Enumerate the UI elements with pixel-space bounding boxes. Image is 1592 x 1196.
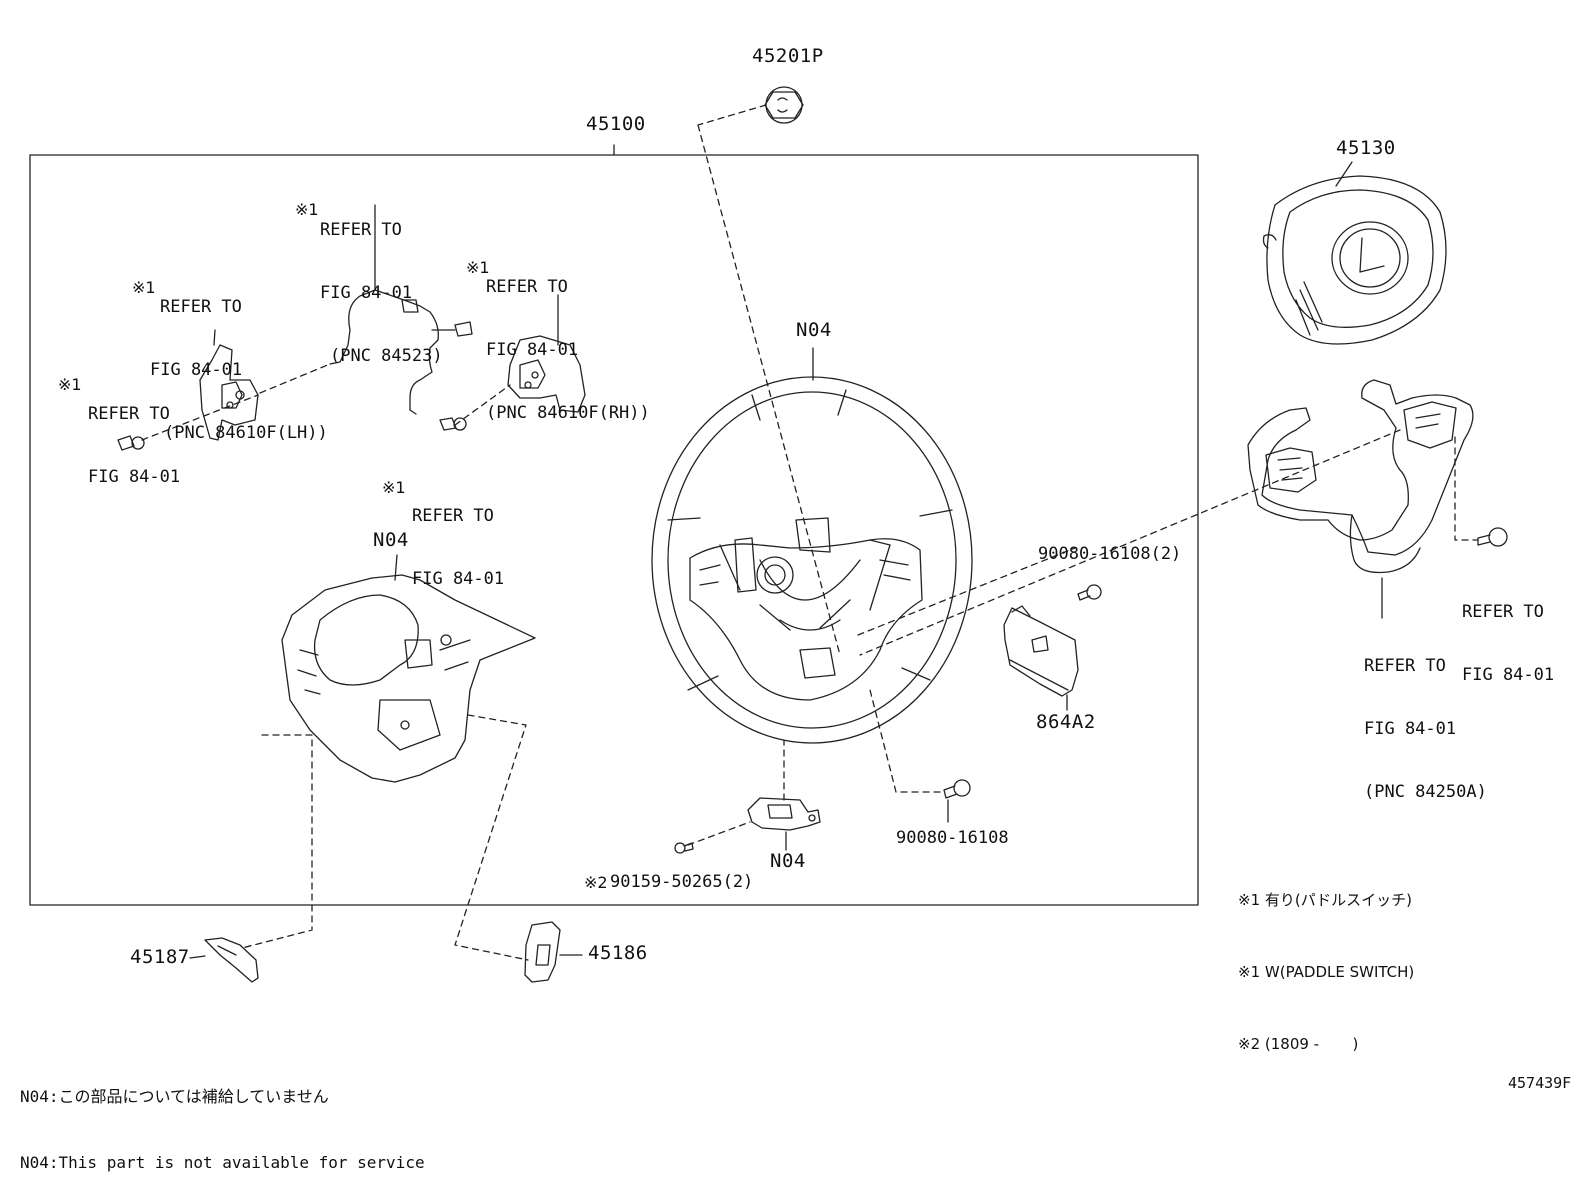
ref-screw-center: REFER TO FIG 84-01 [412, 464, 504, 611]
wire-harness-icon [329, 204, 473, 415]
screw-left-icon [117, 435, 145, 451]
leader-nut [697, 104, 841, 656]
lh-paddle-icon [199, 344, 259, 441]
note-line-3: ※2 (1809 - ) [1238, 1035, 1359, 1053]
label-45186: 45186 [588, 942, 648, 964]
lower-cover-icon [281, 574, 536, 783]
module-864a2-icon [1003, 605, 1079, 697]
label-45130: 45130 [1336, 137, 1396, 159]
mark-1-wire: ※1 [295, 200, 319, 219]
label-90080-16108-2: 90080-16108(2) [1038, 544, 1182, 564]
notes-block: ※1 有り(パドルスイッチ) ※1 W(PADDLE SWITCH) ※2 (1… [1238, 840, 1414, 1080]
bolt-right-icon [1477, 527, 1508, 547]
ref-switch-l3: (PNC 84250A) [1364, 782, 1487, 802]
leader-45187 [189, 955, 206, 959]
mark-2-screw: ※2 [584, 873, 608, 892]
note-line-2: ※1 W(PADDLE SWITCH) [1238, 963, 1415, 981]
ref-screw-center-l2: FIG 84-01 [412, 569, 505, 589]
leader-45186-dash [454, 714, 529, 961]
parts-diagram [29, 86, 1508, 983]
ref-screw-left: REFER TO FIG 84-01 [88, 362, 180, 509]
ref-wire-harness: REFER TO FIG 84-01 (PNC 84523) [320, 178, 443, 388]
rh-paddle-icon [507, 335, 586, 413]
label-45100: 45100 [586, 113, 646, 135]
mark-1-screw-left: ※1 [58, 375, 82, 394]
label-864a2: 864A2 [1036, 711, 1096, 733]
leader-bracket-screw [687, 821, 751, 846]
ref-right-screw: REFER TO FIG 84-01 [1462, 560, 1554, 707]
airbag-icon [1262, 175, 1447, 345]
cover-45187-icon [204, 937, 259, 983]
label-45201p: 45201P [752, 45, 824, 67]
leader-lh-paddle [213, 329, 216, 346]
ref-wire-l3: (PNC 84523) [330, 346, 443, 366]
leader-lower-cover [394, 554, 398, 581]
ref-rh-l1: REFER TO [486, 277, 568, 297]
figure-number: 457439F [1508, 1074, 1572, 1092]
footnotes-block: N04:この部品については補給していません N04:This part is n… [20, 1042, 425, 1196]
ref-right-screw-l2: FIG 84-01 [1462, 665, 1555, 685]
ref-screw-center-l1: REFER TO [412, 506, 494, 526]
label-45187: 45187 [130, 946, 190, 968]
nut-icon [764, 86, 804, 124]
cover-45186-icon [524, 921, 561, 983]
ref-steering-switch: REFER TO FIG 84-01 (PNC 84250A) [1364, 614, 1487, 824]
leader-lh-dash [141, 363, 331, 441]
ref-rh-l3: (PNC 84610F(RH)) [486, 403, 650, 423]
bracket-icon [747, 797, 821, 831]
leader-wheel-right [857, 547, 1076, 636]
leader-airbag [1335, 161, 1353, 187]
leader-bolt-lower-dash [869, 689, 941, 793]
steering-switch-icon [1247, 379, 1474, 574]
ref-rh-l2: FIG 84-01 [486, 340, 579, 360]
ref-right-screw-l1: REFER TO [1462, 602, 1544, 622]
ref-lh-l1: REFER TO [160, 297, 242, 317]
label-n04-cover: N04 [373, 529, 409, 551]
ref-lh-l2: FIG 84-01 [150, 360, 243, 380]
steering-wheel-icon [651, 376, 973, 744]
bolt-lower-icon [943, 779, 971, 799]
ref-switch-l2: FIG 84-01 [1364, 719, 1457, 739]
note-line-1: ※1 有り(パドルスイッチ) [1238, 891, 1413, 909]
ref-screw-left-l2: FIG 84-01 [88, 467, 181, 487]
mark-1-screw-center: ※1 [382, 478, 406, 497]
leader-switch-dash [1454, 436, 1479, 541]
mark-1-rh: ※1 [466, 258, 490, 277]
leader-switch-to-wheel [859, 429, 1401, 656]
label-90080-16108: 90080-16108 [896, 828, 1009, 848]
footnote-en: N04:This part is not available for servi… [20, 1153, 425, 1172]
bolt-upper-icon [1077, 584, 1102, 601]
ref-wire-l2: FIG 84-01 [320, 283, 413, 303]
label-n04-bracket: N04 [770, 850, 806, 872]
ref-switch-l1: REFER TO [1364, 656, 1446, 676]
screw-center-icon [439, 417, 467, 431]
ref-lh-paddle: REFER TO FIG 84-01 (PNC 84610F(LH)) [150, 255, 328, 465]
leader-rh-dash [454, 384, 511, 426]
small-screw-icon [674, 842, 694, 854]
ref-screw-left-l1: REFER TO [88, 404, 170, 424]
ref-rh-paddle: REFER TO FIG 84-01 (PNC 84610F(RH)) [486, 235, 650, 445]
mark-1-lh: ※1 [132, 278, 156, 297]
leader-45187-dash [241, 734, 313, 949]
footnote-jp: N04:この部品については補給していません [20, 1087, 329, 1106]
label-90159-50265-2: 90159-50265(2) [610, 872, 754, 892]
ref-wire-l1: REFER TO [320, 220, 402, 240]
ref-lh-l3: (PNC 84610F(LH)) [164, 423, 328, 443]
label-n04-wheel: N04 [796, 319, 832, 341]
